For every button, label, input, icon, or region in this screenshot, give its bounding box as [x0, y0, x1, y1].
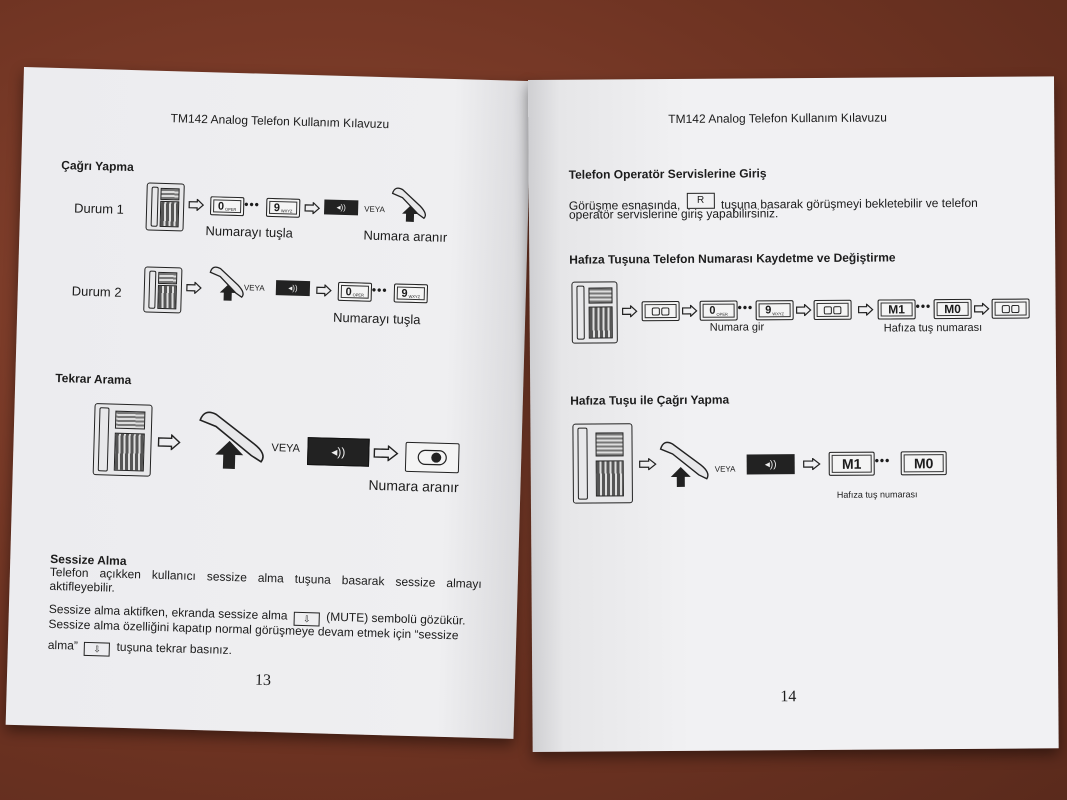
key-0-sub: OPER — [224, 206, 237, 212]
arrow-right-icon — [316, 284, 332, 297]
para4-text-b: tuşuna tekrar basınız. — [116, 639, 233, 658]
veya-label: VEYA — [271, 442, 301, 455]
operator-text-line-2: operatör servislerine giriş yapabilirsin… — [568, 206, 779, 222]
numara-gir-label: Numara gir — [709, 321, 765, 334]
veya-label: VEYA — [714, 464, 736, 474]
hafiza-cagri-title: Hafıza Tuşu ile Çağrı Yapma — [570, 392, 730, 408]
handset-lift-icon — [659, 441, 709, 487]
key-9-label: 9 — [273, 201, 281, 214]
sessize-alma-paragraph-1: Telefon açıkken kullanıcı sessize alma t… — [49, 564, 482, 595]
arrow-right-icon — [621, 305, 638, 318]
ellipsis-icon: ••• — [244, 197, 261, 212]
operator-title: Telefon Operatör Servislerine Giriş — [568, 166, 767, 182]
right-page-number: 14 — [780, 688, 797, 706]
ellipsis-icon: ••• — [371, 282, 388, 298]
arrow-right-icon — [304, 201, 321, 215]
key-9-label: 9 — [401, 287, 408, 300]
hafiza-tus-numarasi-label: Hafıza tuş numarası — [883, 321, 983, 335]
arrow-right-icon — [857, 303, 874, 316]
mute-key-icon: ⇩ — [83, 641, 111, 657]
veya-label: VEYA — [364, 204, 386, 215]
book-key-icon: ▢▢ — [813, 299, 852, 321]
arrow-right-icon — [795, 304, 812, 317]
phone-icon — [145, 182, 185, 232]
phone-icon — [571, 281, 618, 344]
speaker-key-icon: ◂)) — [746, 454, 795, 475]
durum-1-label: Durum 1 — [73, 200, 125, 217]
key-0-label: 0 — [709, 304, 716, 317]
right-page: TM142 Analog Telefon Kullanım Kılavuzu T… — [528, 76, 1059, 752]
ellipsis-icon: ••• — [915, 299, 932, 314]
numara-aranir-label: Numara aranır — [368, 476, 459, 496]
hafiza-kaydetme-title: Hafıza Tuşuna Telefon Numarası Kaydetme … — [569, 250, 896, 267]
handset-lift-icon — [199, 411, 264, 470]
arrow-right-icon — [188, 198, 205, 212]
hafiza-tus-numarasi-small-label: Hafıza tuş numarası — [836, 489, 918, 500]
phone-icon — [92, 403, 153, 477]
arrow-right-icon — [373, 444, 399, 462]
key-9-sub: WXYZ — [280, 208, 293, 214]
phone-icon — [572, 423, 633, 504]
left-page: TM142 Analog Telefon Kullanım Kılavuzu Ç… — [5, 67, 532, 739]
para4-text-a: alma” — [47, 637, 79, 653]
key-9-sub: WXYZ — [408, 293, 421, 300]
veya-label: VEYA — [243, 283, 265, 293]
phone-icon — [143, 266, 183, 314]
numara-aranir-label: Numara aranır — [363, 227, 448, 245]
book-key-icon: ▢▢ — [641, 300, 680, 322]
m0-key: M0 — [900, 451, 947, 476]
book-key-icon: ▢▢ — [991, 298, 1030, 319]
m1-key: M1 — [877, 299, 916, 320]
cagri-yapma-title: Çağrı Yapma — [61, 158, 134, 175]
arrow-right-icon — [186, 281, 202, 295]
handset-lift-icon — [391, 187, 426, 222]
tekrar-arama-title: Tekrar Arama — [55, 370, 132, 388]
numarayi-tusla-label: Numarayı tuşla — [205, 223, 294, 241]
speaker-key-icon: ◂)) — [275, 280, 311, 297]
key-0-sub: OPER — [352, 292, 365, 298]
arrow-right-icon — [681, 304, 698, 317]
sessize-alma-paragraph-4: alma” ⇩ tuşuna tekrar basınız. — [47, 637, 233, 660]
handset-lift-icon — [209, 266, 244, 301]
key-0-label: 0 — [217, 199, 225, 213]
key-0-sub: OPER — [716, 311, 728, 317]
key-9-sub: WXYZ — [772, 311, 784, 317]
right-page-header: TM142 Analog Telefon Kullanım Kılavuzu — [668, 110, 887, 127]
speaker-key-icon: ◂)) — [306, 437, 370, 467]
m0-key: M0 — [933, 298, 972, 320]
ellipsis-icon: ••• — [874, 453, 891, 468]
ellipsis-icon: ••• — [737, 300, 754, 315]
durum-2-label: Durum 2 — [71, 283, 122, 300]
arrow-right-icon — [157, 433, 181, 451]
key-9-label: 9 — [765, 304, 772, 317]
arrow-right-icon — [803, 457, 821, 471]
m1-key: M1 — [828, 451, 875, 476]
key-0-label: 0 — [345, 285, 352, 298]
numarayi-tusla-label: Numarayı tuşla — [332, 309, 421, 328]
left-page-header: TM142 Analog Telefon Kullanım Kılavuzu — [170, 111, 390, 132]
arrow-right-icon — [973, 302, 990, 315]
arrow-right-icon — [639, 458, 657, 471]
left-page-number: 13 — [254, 671, 272, 690]
redial-key-icon — [404, 441, 460, 474]
speaker-key-icon: ◂)) — [324, 199, 359, 216]
